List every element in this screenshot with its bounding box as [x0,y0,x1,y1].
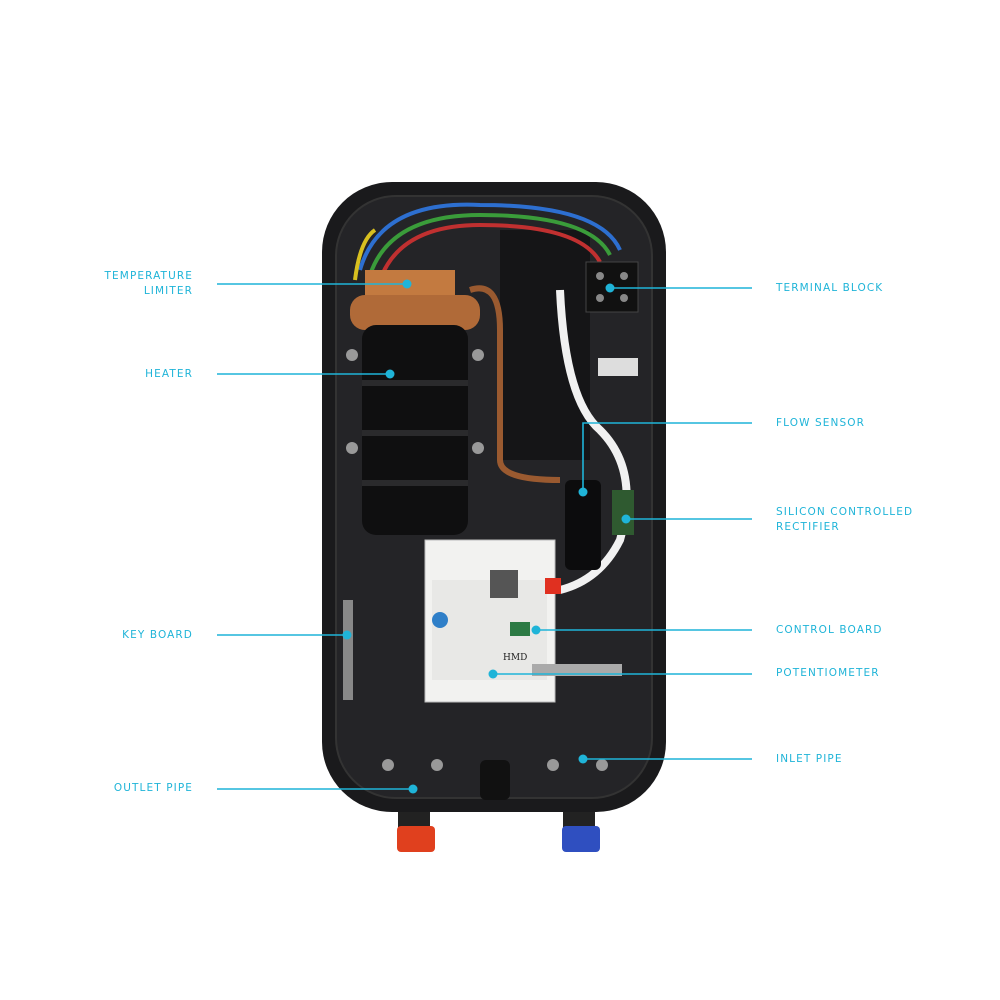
heater-tank [350,270,480,535]
label-flow-sensor: FLOW SENSOR [776,417,865,429]
key-board [343,600,353,700]
leader-flow-sensor [582,422,752,492]
label-scr: SILICON CONTROLLED RECTIFIER [776,506,914,533]
label-key-board: KEY BOARD [122,629,193,641]
label-potentiometer: POTENTIOMETER [776,667,880,679]
label-temperature-limiter: TEMPERATURE LIMITER [104,270,193,297]
mounting-bracket [532,664,622,676]
label-heater: HEATER [145,368,193,380]
control-board: HMD [424,539,622,703]
label-inlet-pipe: INLET PIPE [776,753,843,765]
label-control-board: CONTROL BOARD [776,624,883,636]
label-terminal-block: TERMINAL BLOCK [776,282,884,294]
board-brand: HMD [503,653,527,663]
label-outlet-pipe: OUTLET PIPE [113,782,193,794]
